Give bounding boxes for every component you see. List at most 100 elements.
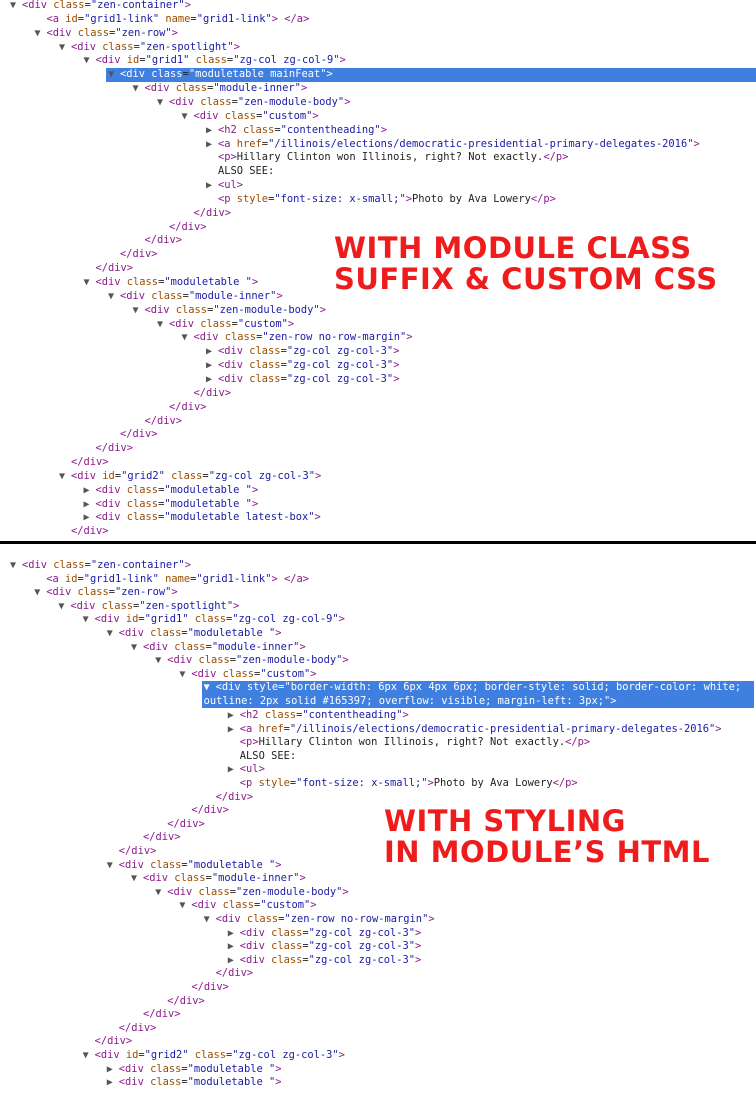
- bottom-node[interactable]: <p>Hillary Clinton won Illinois, right? …: [228, 736, 590, 750]
- bottom-node[interactable]: ▶<div class="moduletable ">: [107, 1076, 282, 1090]
- top-node[interactable]: ▶<div class="moduletable latest-box">: [84, 511, 321, 525]
- bottom-node[interactable]: ▼<div class="custom">: [179, 899, 316, 913]
- expanded-triangle-icon[interactable]: ▼: [108, 290, 115, 302]
- bottom-node[interactable]: ▼<div id="grid1" class="zg-col zg-col-9"…: [83, 613, 345, 627]
- top-node[interactable]: </div>: [84, 262, 134, 276]
- bottom-node[interactable]: </div>: [131, 831, 181, 845]
- bottom-node[interactable]: </div>: [204, 967, 254, 981]
- top-node[interactable]: ▼<div class="moduletable mainFeat">: [106, 68, 756, 83]
- expanded-triangle-icon[interactable]: ▼: [155, 886, 162, 898]
- top-node[interactable]: ▼<div class="zen-module-body">: [133, 304, 326, 318]
- bottom-node[interactable]: ▼<div class="module-inner">: [131, 872, 306, 886]
- bottom-node[interactable]: ▼<div class="zen-row">: [34, 586, 177, 600]
- collapsed-triangle-icon[interactable]: ▶: [227, 723, 234, 735]
- top-node[interactable]: ▼<div class="module-inner">: [133, 82, 308, 96]
- top-node[interactable]: ▼<div class="module-inner">: [108, 290, 283, 304]
- top-node[interactable]: </div>: [84, 442, 134, 456]
- bottom-node[interactable]: ALSO SEE:: [228, 750, 296, 764]
- top-node[interactable]: ▶<h2 class="contentheading">: [206, 124, 387, 138]
- top-node[interactable]: ▼<div id="grid2" class="zg-col zg-col-3"…: [59, 470, 321, 484]
- collapsed-triangle-icon[interactable]: ▶: [227, 927, 234, 939]
- bottom-node[interactable]: ▼<div class="moduletable ">: [107, 627, 282, 641]
- top-node[interactable]: ▶<div class="zg-col zg-col-3">: [206, 345, 399, 359]
- top-node[interactable]: ▼<div class="custom">: [182, 110, 319, 124]
- collapsed-triangle-icon[interactable]: ▶: [83, 484, 90, 496]
- top-node[interactable]: </div>: [59, 525, 109, 539]
- collapsed-triangle-icon[interactable]: ▶: [227, 941, 234, 953]
- top-node[interactable]: ▶<a href="/illinois/elections/democratic…: [206, 138, 700, 152]
- collapsed-triangle-icon[interactable]: ▶: [106, 1077, 113, 1089]
- top-node[interactable]: ▶<div class="moduletable ">: [84, 484, 259, 498]
- bottom-node[interactable]: ▶<h2 class="contentheading">: [228, 709, 409, 723]
- expanded-triangle-icon[interactable]: ▼: [132, 304, 139, 316]
- bottom-node[interactable]: </div>: [107, 845, 157, 859]
- expanded-triangle-icon[interactable]: ▼: [34, 27, 41, 39]
- top-node[interactable]: </div>: [157, 401, 207, 415]
- expanded-triangle-icon[interactable]: ▼: [34, 587, 41, 599]
- bottom-node[interactable]: </div>: [155, 818, 205, 832]
- top-node[interactable]: <p style="font-size: x-small;">Photo by …: [206, 193, 556, 207]
- expanded-triangle-icon[interactable]: ▼: [83, 277, 90, 288]
- expanded-triangle-icon[interactable]: ▼: [59, 41, 66, 53]
- collapsed-triangle-icon[interactable]: ▶: [206, 124, 213, 136]
- bottom-node[interactable]: ▼<div class="zen-spotlight">: [58, 600, 239, 614]
- expanded-triangle-icon[interactable]: ▼: [58, 600, 65, 612]
- bottom-node[interactable]: ▶<div class="zg-col zg-col-3">: [228, 927, 421, 941]
- top-node[interactable]: </div>: [59, 456, 109, 470]
- bottom-node[interactable]: ▶<div class="moduletable ">: [107, 1063, 282, 1077]
- top-node[interactable]: ▼<div id="grid1" class="zg-col zg-col-9"…: [84, 54, 346, 68]
- collapsed-triangle-icon[interactable]: ▶: [227, 709, 234, 721]
- expanded-triangle-icon[interactable]: ▼: [179, 900, 186, 912]
- top-node[interactable]: <p>Hillary Clinton won Illinois, right? …: [206, 151, 568, 165]
- collapsed-triangle-icon[interactable]: ▶: [206, 180, 213, 192]
- expanded-triangle-icon[interactable]: ▼: [157, 318, 164, 330]
- bottom-node[interactable]: ▼<div class="module-inner">: [131, 641, 306, 655]
- top-node[interactable]: <a id="grid1-link" name="grid1-link"> </…: [35, 13, 310, 27]
- expanded-triangle-icon[interactable]: ▼: [10, 0, 17, 11]
- bottom-node[interactable]: <p style="font-size: x-small;">Photo by …: [228, 777, 578, 791]
- expanded-triangle-icon[interactable]: ▼: [179, 668, 186, 680]
- bottom-node[interactable]: ▼<div class="zen-module-body">: [155, 654, 348, 668]
- expanded-triangle-icon[interactable]: ▼: [131, 641, 138, 653]
- top-node[interactable]: ▼<div class="zen-spotlight">: [59, 41, 240, 55]
- expanded-triangle-icon[interactable]: ▼: [181, 110, 188, 122]
- top-node[interactable]: ▶<div class="zg-col zg-col-3">: [206, 373, 399, 387]
- expanded-triangle-icon[interactable]: ▼: [82, 614, 89, 626]
- expanded-triangle-icon[interactable]: ▼: [106, 628, 113, 639]
- bottom-node[interactable]: </div>: [204, 791, 254, 805]
- top-node[interactable]: </div>: [108, 428, 158, 442]
- top-node[interactable]: ALSO SEE:: [206, 165, 274, 179]
- top-node[interactable]: ▶<div class="zg-col zg-col-3">: [206, 359, 399, 373]
- bottom-node[interactable]: ▶<div class="zg-col zg-col-3">: [228, 940, 421, 954]
- bottom-node[interactable]: ▶<a href="/illinois/elections/democratic…: [228, 723, 722, 737]
- expanded-triangle-icon[interactable]: ▼: [155, 655, 162, 667]
- bottom-node[interactable]: ▶<div class="zg-col zg-col-3">: [228, 954, 421, 968]
- top-node[interactable]: </div>: [133, 415, 183, 429]
- bottom-node[interactable]: ▼<div style="border-width: 6px 6px 4px 6…: [201, 681, 754, 709]
- bottom-node[interactable]: </div>: [155, 995, 205, 1009]
- top-node[interactable]: </div>: [182, 387, 232, 401]
- collapsed-triangle-icon[interactable]: ▶: [106, 1063, 113, 1075]
- bottom-node[interactable]: </div>: [179, 804, 229, 818]
- expanded-triangle-icon[interactable]: ▼: [132, 83, 139, 95]
- expanded-triangle-icon[interactable]: ▼: [157, 96, 164, 108]
- bottom-node[interactable]: ▼<div class="zen-row no-row-margin">: [204, 913, 435, 927]
- bottom-node[interactable]: </div>: [131, 1008, 181, 1022]
- top-node[interactable]: ▼<div class="custom">: [157, 318, 294, 332]
- expanded-triangle-icon[interactable]: ▼: [108, 69, 115, 81]
- collapsed-triangle-icon[interactable]: ▶: [206, 373, 213, 385]
- bottom-node[interactable]: </div>: [83, 1035, 133, 1049]
- bottom-node[interactable]: ▼<div class="zen-container">: [10, 559, 191, 573]
- collapsed-triangle-icon[interactable]: ▶: [227, 764, 234, 776]
- expanded-triangle-icon[interactable]: ▼: [181, 332, 188, 344]
- expanded-triangle-icon[interactable]: ▼: [106, 859, 113, 871]
- expanded-triangle-icon[interactable]: ▼: [10, 560, 17, 571]
- expanded-triangle-icon[interactable]: ▼: [59, 470, 66, 482]
- expanded-triangle-icon[interactable]: ▼: [131, 873, 138, 885]
- top-node[interactable]: ▼<div class="moduletable ">: [84, 276, 259, 290]
- bottom-node[interactable]: </div>: [107, 1022, 157, 1036]
- top-node[interactable]: </div>: [133, 234, 183, 248]
- collapsed-triangle-icon[interactable]: ▶: [83, 498, 90, 510]
- top-node[interactable]: ▼<div class="zen-container">: [10, 0, 191, 13]
- collapsed-triangle-icon[interactable]: ▶: [227, 954, 234, 966]
